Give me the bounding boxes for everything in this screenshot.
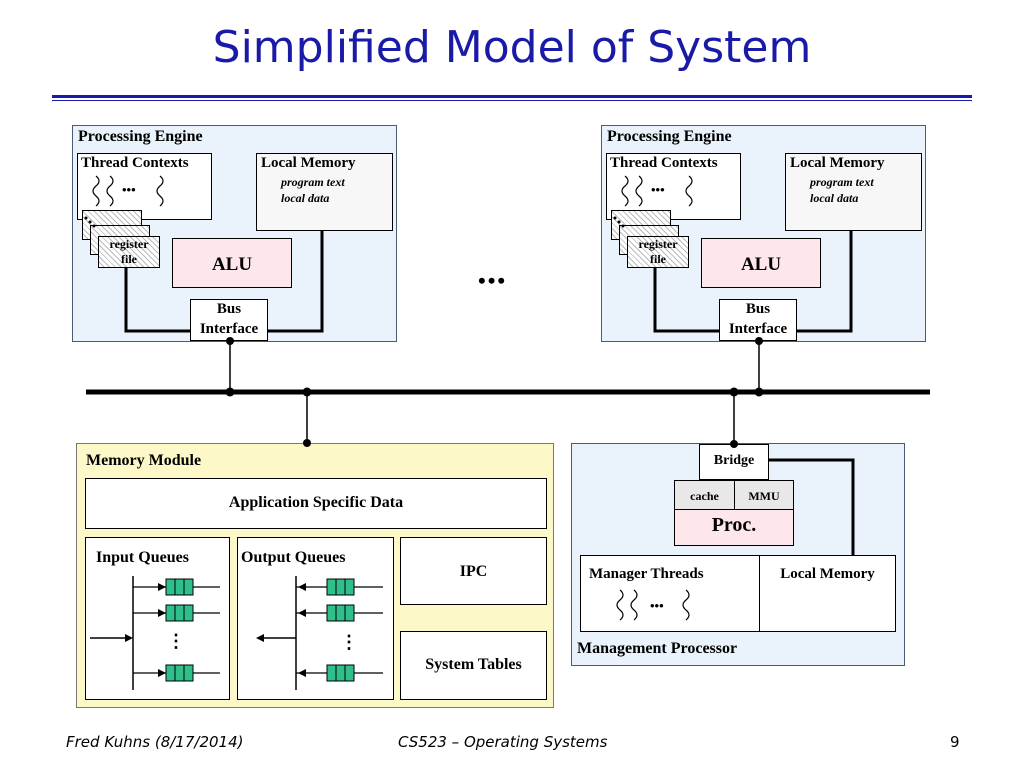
output-queue-rows [296, 578, 383, 682]
input-queues-label: Input Queues [96, 549, 189, 566]
bus-label: Bus [745, 301, 771, 317]
alu-box [172, 238, 292, 288]
thread-dots: ••• [122, 182, 136, 197]
file-label: file [121, 252, 137, 266]
alu-box [701, 238, 821, 288]
input-queue-vdots: ⋮ [167, 631, 185, 651]
local-memory-label: Local Memory [261, 155, 356, 171]
proc-label: Proc. [711, 514, 757, 536]
local-data-label: local data [810, 191, 859, 205]
thread-contexts-label: Thread Contexts [81, 155, 189, 171]
manager-threads-label: Manager Threads [589, 566, 704, 582]
file-label: file [650, 252, 666, 266]
application-data-box [85, 478, 547, 529]
register-file-box [627, 236, 689, 268]
footer-course: CS523 – Operating Systems [398, 733, 608, 751]
output-queues-label: Output Queues [241, 549, 346, 566]
thread-dots: ••• [651, 182, 665, 197]
output-queue-vdots: ⋮ [340, 632, 358, 652]
mgmt-local-memory-box [759, 555, 896, 632]
interface-label: Interface [728, 321, 788, 337]
register-file-box [98, 236, 160, 268]
program-text-label: program text [810, 175, 874, 189]
footer-author: Fred Kuhns (8/17/2014) [66, 733, 244, 751]
ipc-box [400, 537, 547, 605]
more-engines-ellipsis: ••• [478, 268, 508, 293]
memory-module-label: Memory Module [86, 452, 202, 469]
alu-label: ALU [211, 254, 253, 275]
manager-thread-dots: ••• [650, 598, 664, 613]
manager-threads-box [580, 555, 760, 632]
local-data-label: local data [281, 191, 330, 205]
processing-engine-label: Processing Engine [607, 128, 732, 145]
page-title: Simplified Model of System [212, 22, 812, 73]
title-rule [52, 95, 972, 98]
interface-label: Interface [199, 321, 259, 337]
cache-box [674, 480, 735, 510]
thread-contexts-box [606, 153, 741, 220]
ipc-label: IPC [459, 563, 488, 580]
system-tables-box [400, 631, 547, 700]
mgmt-local-memory-label: Local Memory [780, 566, 875, 582]
register-label: register [109, 237, 149, 251]
bus-interface-box [190, 299, 268, 341]
system-tables-label: System Tables [425, 656, 522, 673]
register-label: register [638, 237, 678, 251]
local-memory-box [256, 153, 393, 231]
alu-label: ALU [740, 254, 782, 275]
processing-engine-label: Processing Engine [78, 128, 203, 145]
local-memory-label: Local Memory [790, 155, 885, 171]
program-text-label: program text [281, 175, 345, 189]
footer-page-number: 9 [950, 733, 960, 751]
local-memory-box [785, 153, 922, 231]
bus-label: Bus [216, 301, 242, 317]
title-rule-thin [52, 100, 972, 101]
thread-contexts-box [77, 153, 212, 220]
proc-box [674, 509, 794, 546]
bus-interface-box [719, 299, 797, 341]
input-queue-rows [133, 578, 220, 682]
thread-contexts-label: Thread Contexts [610, 155, 718, 171]
mmu-box [734, 480, 794, 510]
application-data-label: Application Specific Data [228, 494, 404, 511]
bridge-box [699, 444, 769, 480]
mmu-label: MMU [748, 489, 780, 503]
bridge-label: Bridge [713, 453, 755, 468]
management-processor-label: Management Processor [577, 640, 738, 657]
cache-label: cache [690, 489, 719, 503]
